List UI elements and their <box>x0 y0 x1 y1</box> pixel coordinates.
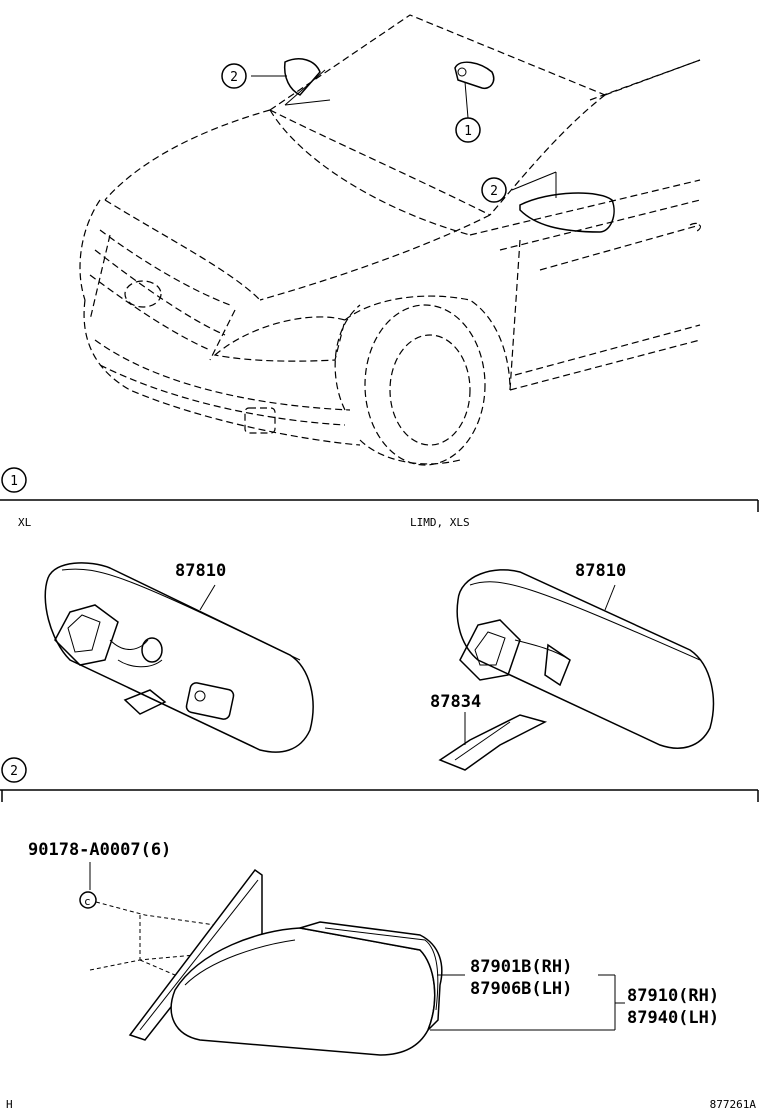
svg-text:c: c <box>84 895 91 908</box>
callout-2-side: 2 <box>481 177 507 203</box>
section-1-left-label: XL <box>18 516 32 529</box>
right-outer-mirror-location <box>511 171 615 233</box>
callout-2-top: 2 <box>221 63 247 89</box>
inner-mirror-location <box>454 61 495 119</box>
part-number-87906b-lh: 87906B(LH) <box>470 979 572 999</box>
part-number-87940-lh: 87940(LH) <box>627 1008 719 1028</box>
callout-2-side-label: 2 <box>490 184 498 199</box>
outer-mirror-leaders <box>430 974 625 1031</box>
section-2-header: 2 <box>0 757 759 802</box>
part-number-90178: 90178-A0007(6) <box>28 840 171 860</box>
part-number-87910-rh: 87910(RH) <box>627 986 719 1006</box>
callout-2-top-label: 2 <box>230 70 238 85</box>
section-2-marker: 2 <box>10 764 18 779</box>
part-number-87834: 87834 <box>430 692 481 712</box>
callout-1: 1 <box>455 117 481 143</box>
left-outer-mirror-location <box>251 58 331 106</box>
inner-mirror-xl-drawing <box>44 562 314 753</box>
car-illustration <box>79 14 702 466</box>
outer-mirror-drawing <box>128 868 443 1056</box>
callout-1-label: 1 <box>464 124 472 139</box>
part-number-87810-xl: 87810 <box>175 561 226 581</box>
section-1-right-label: LIMD, XLS <box>410 516 470 529</box>
part-number-87901b-rh: 87901B(RH) <box>470 957 572 977</box>
section-1-header: 1 XL LIMD, XLS <box>0 467 759 529</box>
inner-mirror-limd-drawing <box>438 569 715 771</box>
part-number-87810-limd: 87810 <box>575 561 626 581</box>
section-1-marker: 1 <box>10 474 18 489</box>
drawing-id: 877261A <box>710 1098 757 1111</box>
footer-left-code: H <box>6 1098 13 1111</box>
